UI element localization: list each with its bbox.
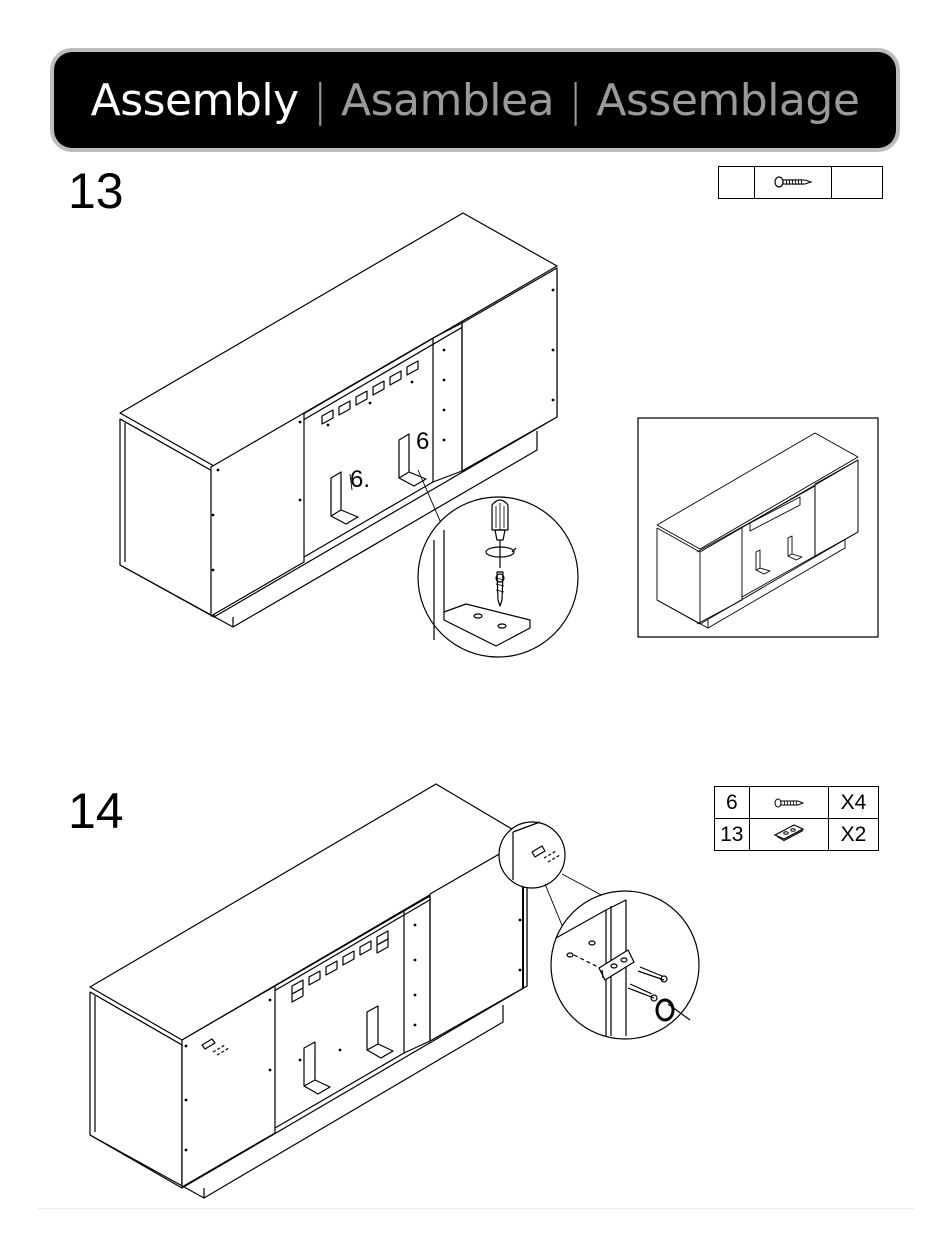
footer-divider [38,1208,914,1209]
callout-part-6-right: 6 [416,428,429,455]
step-14-cabinet-drawing [90,784,527,1198]
callout-part-6-left: 6. [350,466,370,493]
